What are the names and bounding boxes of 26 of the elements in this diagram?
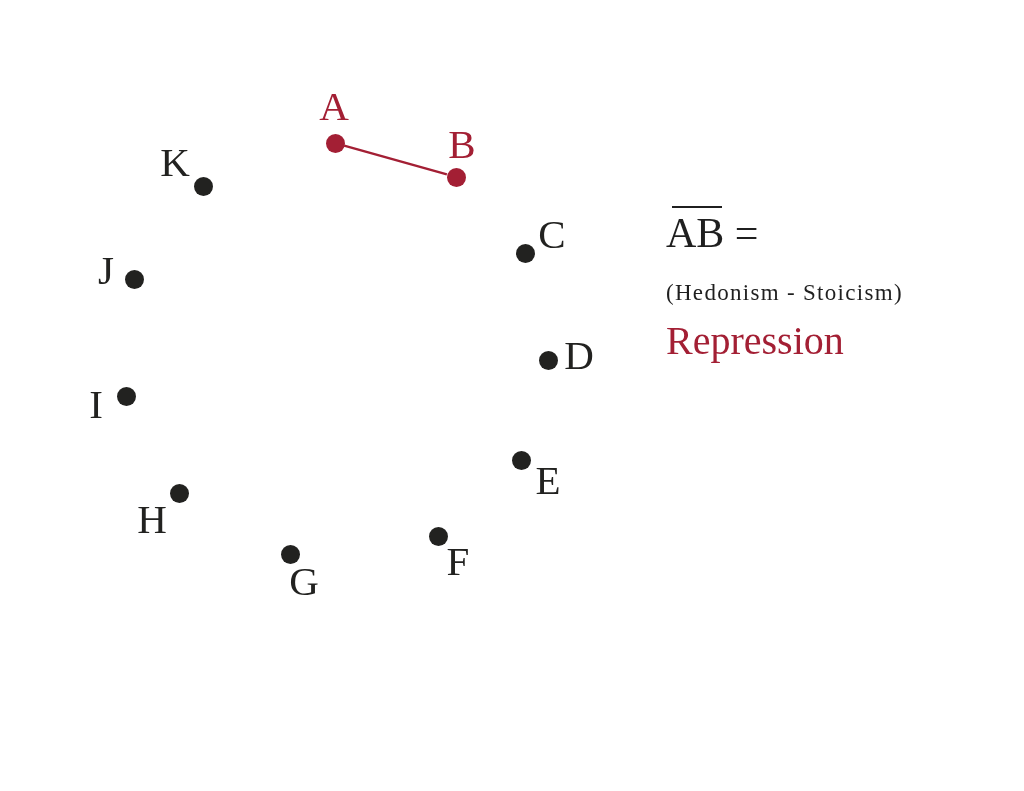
point-dot (169, 483, 189, 503)
point-letter: E (535, 459, 561, 501)
point-dot (325, 133, 345, 153)
point-dot (446, 167, 466, 187)
equation-text: AB = (666, 212, 759, 254)
point-dot (280, 544, 300, 564)
connecting-line (343, 144, 448, 176)
point-letter: D (564, 334, 594, 376)
point-letter: F (446, 540, 470, 582)
point-letter: K (160, 141, 190, 183)
point-letter: B (448, 123, 476, 165)
point-letter: C (538, 213, 566, 255)
point-letter: H (137, 498, 167, 540)
result-text: Repression (666, 321, 844, 361)
point-dot (538, 350, 558, 370)
formula-text: (Hedonism - Stoicism) (666, 281, 903, 304)
point-dot (511, 450, 531, 470)
point-dot (428, 526, 448, 546)
point-dot (116, 386, 136, 406)
point-dot (515, 243, 535, 263)
point-letter: J (98, 249, 114, 291)
point-letter: G (289, 560, 319, 602)
point-dot (124, 269, 144, 289)
point-dot (193, 176, 213, 196)
point-letter: A (319, 85, 349, 127)
point-letter: I (89, 383, 103, 425)
